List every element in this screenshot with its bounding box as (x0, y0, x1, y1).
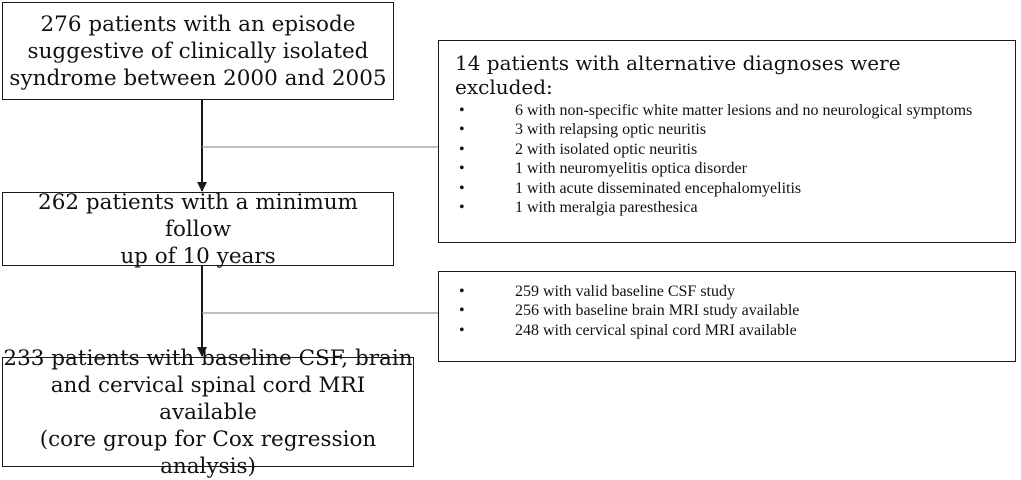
start-node-line: syndrome between 2000 and 2005 (9, 65, 387, 91)
exclusion-item: 2 with isolated optic neuritis (455, 140, 1001, 160)
availability-item: 248 with cervical spinal cord MRI availa… (455, 321, 1001, 341)
availability-item: 259 with valid baseline CSF study (455, 282, 1001, 302)
exclusion-title: 14 patients with alternative diagnoses w… (455, 51, 901, 99)
exclusion-item: 3 with relapsing optic neuritis (455, 120, 1001, 140)
followup-node-line: up of 10 years (120, 243, 276, 269)
availability-list: 259 with valid baseline CSF study 256 wi… (455, 282, 1001, 341)
final-node-line: 233 patients with baseline CSF, brain (3, 345, 413, 371)
final-node-line: (core group for Cox regression analysis) (39, 426, 377, 479)
exclusion-list: 6 with non-specific white matter lesions… (455, 101, 1001, 218)
exclusion-item: 1 with meralgia paresthesica (455, 198, 1001, 218)
start-node-line: 276 patients with an episode (40, 11, 356, 37)
followup-node-line: 262 patients with a minimum follow (38, 189, 358, 242)
exclusion-item: 1 with neuromyelitis optica disorder (455, 159, 1001, 179)
exclusion-box: 14 patients with alternative diagnoses w… (438, 40, 1016, 243)
availability-box: 259 with valid baseline CSF study 256 wi… (438, 271, 1016, 362)
availability-item: 256 with baseline brain MRI study availa… (455, 301, 1001, 321)
start-node: 276 patients with an episode suggestive … (2, 2, 394, 100)
start-node-line: suggestive of clinically isolated (27, 38, 369, 64)
final-node-line: and cervical spinal cord MRI available (50, 372, 366, 425)
exclusion-item: 1 with acute disseminated encephalomyeli… (455, 179, 1001, 199)
final-node: 233 patients with baseline CSF, brain an… (2, 346, 414, 479)
followup-node: 262 patients with a minimum follow up of… (2, 189, 394, 269)
exclusion-item: 6 with non-specific white matter lesions… (455, 101, 1001, 121)
